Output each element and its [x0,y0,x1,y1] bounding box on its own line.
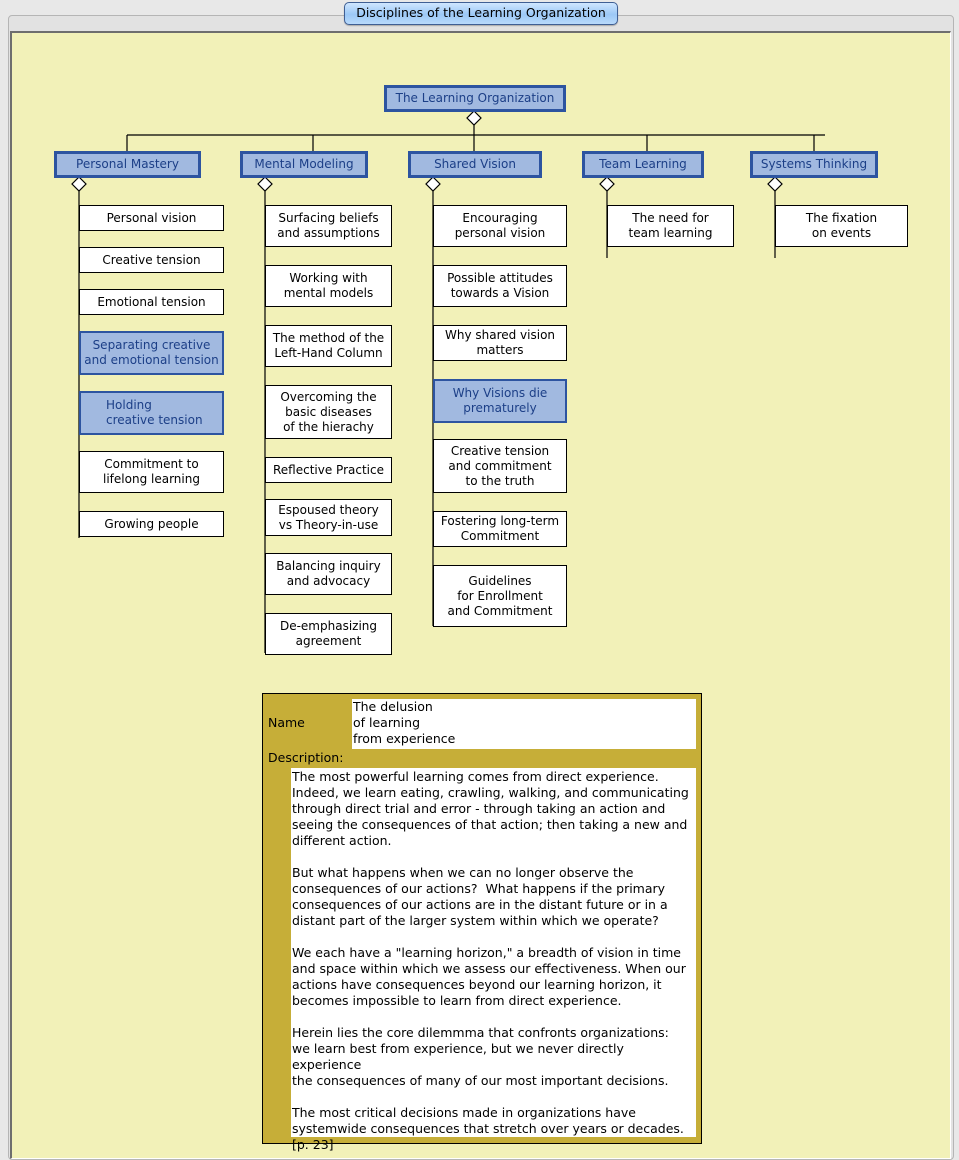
discipline-personal-mastery[interactable]: Personal Mastery [54,151,201,178]
description-label: Description: [268,750,344,765]
name-field[interactable]: The delusion of learning from experience [352,699,696,749]
concept-node[interactable]: De-emphasizing agreement [265,613,392,655]
diamond-icon [425,176,441,192]
concept-node[interactable]: Surfacing beliefs and assumptions [265,205,392,247]
concept-node[interactable]: The method of the Left-Hand Column [265,325,392,367]
discipline-mental-modeling[interactable]: Mental Modeling [240,151,368,178]
diagram-canvas: The Learning Organization Personal Maste… [10,31,951,1159]
concept-node[interactable]: Fostering long-term Commitment [433,511,567,547]
concept-node[interactable]: Creative tension and commitment to the t… [433,439,567,493]
root-node[interactable]: The Learning Organization [384,85,566,112]
concept-node[interactable]: Reflective Practice [265,457,392,483]
concept-node[interactable]: Why shared vision matters [433,325,567,361]
concept-node[interactable]: Personal vision [79,205,224,231]
concept-node[interactable]: Guidelines for Enrollment and Commitment [433,565,567,627]
concept-node-selected[interactable]: Holding creative tension [79,391,224,435]
concept-node[interactable]: Growing people [79,511,224,537]
concept-node[interactable]: Overcoming the basic diseases of the hie… [265,385,392,439]
concept-node-selected[interactable]: Why Visions die prematurely [433,379,567,423]
discipline-shared-vision[interactable]: Shared Vision [408,151,542,178]
concept-node[interactable]: The fixation on events [775,205,908,247]
description-field[interactable]: The most powerful learning comes from di… [291,768,696,1152]
concept-node[interactable]: Encouraging personal vision [433,205,567,247]
concept-node[interactable]: Espoused theory vs Theory-in-use [265,499,392,536]
discipline-systems-thinking[interactable]: Systems Thinking [750,151,878,178]
diamond-icon [767,176,783,192]
concept-node[interactable]: The need for team learning [607,205,734,247]
concept-node-selected[interactable]: Separating creative and emotional tensio… [79,331,224,375]
concept-node[interactable]: Possible attitudes towards a Vision [433,265,567,307]
window-title-button[interactable]: Disciplines of the Learning Organization [344,2,618,25]
name-label: Name [268,715,305,730]
concept-node[interactable]: Emotional tension [79,289,224,315]
concept-node[interactable]: Creative tension [79,247,224,273]
diamond-icon [71,176,87,192]
concept-detail-popup: Name The delusion of learning from exper… [262,693,702,1152]
diamond-icon [257,176,273,192]
discipline-team-learning[interactable]: Team Learning [582,151,704,178]
concept-node[interactable]: Commitment to lifelong learning [79,451,224,493]
concept-node[interactable]: Balancing inquiry and advocacy [265,553,392,595]
diamond-icon [466,110,482,126]
concept-node[interactable]: Working with mental models [265,265,392,307]
diamond-icon [599,176,615,192]
